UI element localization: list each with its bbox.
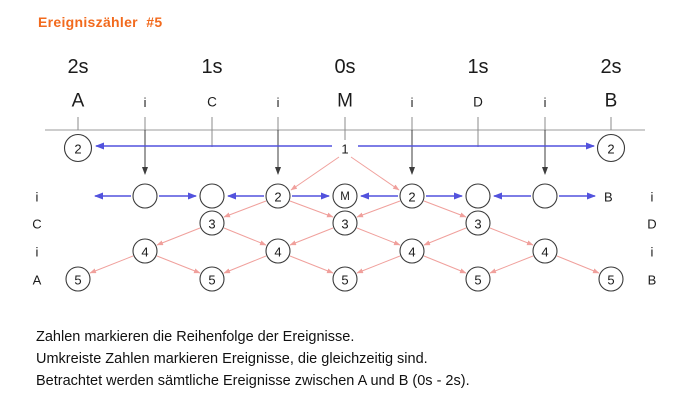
station-label-i: i (277, 96, 280, 110)
row-label-C: C (32, 217, 41, 232)
signal-arrow (289, 255, 334, 274)
red-lattice (89, 156, 600, 274)
event-value: 5 (341, 273, 348, 288)
signal-arrow (423, 255, 467, 274)
row-label-A: A (33, 273, 42, 288)
right-margin-labels: i D i B (647, 190, 656, 288)
footnote-line: Betrachtet werden sämtliche Ereignisse z… (36, 373, 470, 389)
event-node (532, 238, 558, 264)
event-node (399, 183, 425, 209)
row-label-i: i (651, 190, 654, 205)
time-label: 2s (600, 56, 621, 78)
left-margin-labels: i C i A (32, 190, 41, 288)
event-node (199, 210, 225, 236)
event-node (265, 238, 291, 264)
lattice-row-3: 4 4 4 4 (132, 238, 558, 264)
clock-value: 2 (74, 142, 81, 157)
signal-arrow (156, 227, 201, 246)
event-value: 3 (474, 217, 481, 232)
event-value: 4 (274, 245, 281, 260)
event-value: 2 (274, 190, 281, 205)
event-node (199, 266, 225, 292)
signal-arrow (290, 156, 340, 191)
event-node (598, 266, 624, 292)
signal-arrow (223, 255, 267, 274)
event-node (399, 238, 425, 264)
b-target-label: B (604, 190, 613, 205)
time-label: 1s (201, 56, 222, 78)
event-node (65, 266, 91, 292)
signal-arrow (223, 200, 267, 218)
event-value: 4 (541, 245, 548, 260)
event-value: 5 (474, 273, 481, 288)
row-label-i: i (651, 245, 654, 260)
event-node-empty (199, 183, 225, 209)
drop-arrows (142, 130, 548, 175)
signal-arrow (289, 227, 334, 246)
time-label: 2s (67, 56, 88, 78)
station-labels: A i C i M i D i B (72, 91, 618, 112)
station-label-B: B (605, 91, 618, 112)
station-label-D: D (473, 95, 483, 110)
event-value: 2 (408, 190, 415, 205)
event-value: 5 (74, 273, 81, 288)
event-node (465, 210, 491, 236)
event-value: 3 (208, 217, 215, 232)
event-node (332, 183, 358, 209)
row-label-i: i (36, 245, 39, 260)
station-label-i: i (544, 96, 547, 110)
footnote-line: Umkreiste Zahlen markieren Ereignisse, d… (36, 351, 428, 367)
signal-arrow (356, 227, 401, 246)
clock-value: 2 (607, 142, 614, 157)
signal-arrow (289, 200, 334, 218)
event-node (332, 266, 358, 292)
event-node-empty (132, 183, 158, 209)
event-node (332, 210, 358, 236)
event-node-empty (532, 183, 558, 209)
signal-arrow (89, 255, 134, 274)
signal-arrow (223, 227, 267, 246)
lattice-row-1: 2 M 2 B (94, 183, 613, 209)
event-value: 5 (208, 273, 215, 288)
signal-arrow (156, 255, 201, 274)
signal-arrow (489, 227, 534, 246)
row-label-D: D (647, 217, 656, 232)
signal-arrow (556, 255, 600, 274)
station-label-C: C (207, 95, 217, 110)
event-node (132, 238, 158, 264)
station-label-i: i (411, 96, 414, 110)
page-title: Ereigniszähler #5 (38, 14, 163, 30)
time-labels: 2s 1s 0s 1s 2s (67, 56, 621, 78)
time-label: 1s (467, 56, 488, 78)
event-node (465, 266, 491, 292)
time-label: 0s (334, 56, 355, 78)
event-value: 4 (141, 245, 148, 260)
signal-arrow (350, 156, 400, 191)
signal-arrow (356, 255, 401, 274)
event-node (265, 183, 291, 209)
event-value: M (340, 191, 350, 203)
lattice-row-4: 5 5 5 5 5 (65, 266, 624, 292)
signal-arrow (423, 227, 467, 246)
timeline-row: 2 2 1 (63, 133, 626, 163)
signal-arrow (356, 200, 401, 218)
row-label-i: i (36, 190, 39, 205)
lattice-row-2: 3 3 3 (199, 210, 491, 236)
station-label-M: M (337, 91, 353, 112)
footnotes: Zahlen markieren die Reihenfolge der Ere… (36, 326, 470, 392)
station-label-A: A (72, 91, 85, 112)
event-value: 5 (607, 273, 614, 288)
event-value: 4 (408, 245, 415, 260)
clock-node (63, 133, 93, 163)
signal-arrow (423, 200, 467, 218)
origin-event-label: 1 (341, 142, 348, 157)
signal-arrow (489, 255, 534, 274)
row-label-B: B (648, 273, 657, 288)
station-label-i: i (144, 96, 147, 110)
clock-node (596, 133, 626, 163)
footnote-line: Zahlen markieren die Reihenfolge der Ere… (36, 329, 355, 345)
event-value: 3 (341, 217, 348, 232)
event-node-empty (465, 183, 491, 209)
